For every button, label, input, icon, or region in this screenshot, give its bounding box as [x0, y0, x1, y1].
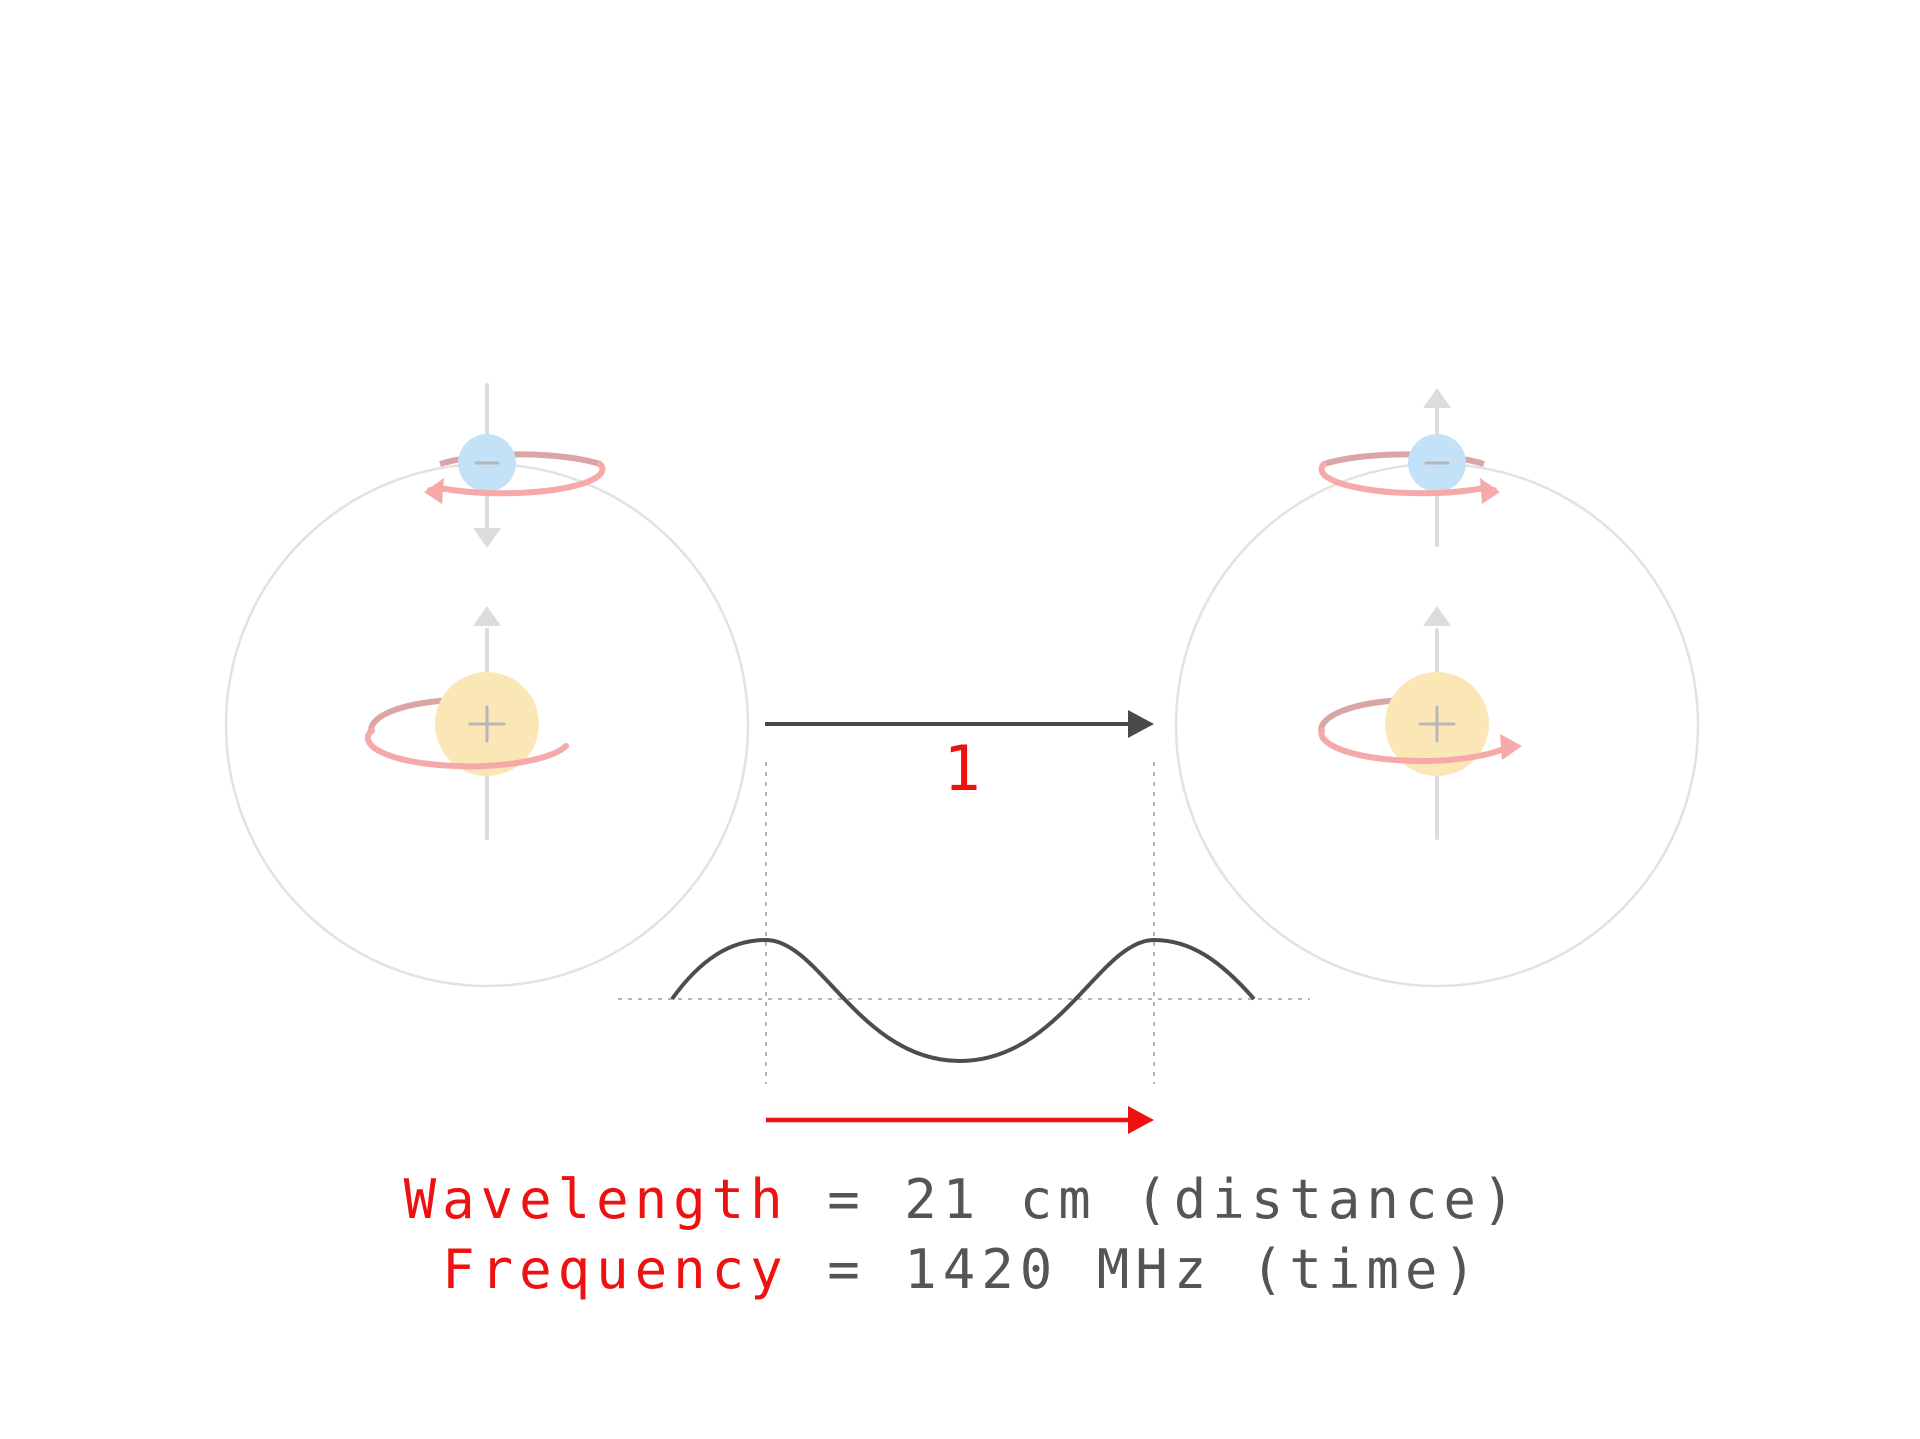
frequency-value: = 1420 MHz (time) — [827, 1238, 1482, 1301]
wavelength-value: = 21 cm (distance) — [827, 1168, 1520, 1231]
right-atom — [1174, 388, 1700, 988]
right-electron-spin-arrowhead — [1480, 478, 1500, 504]
right-proton-spin-arrowhead — [1500, 734, 1522, 760]
left-electron-spin-arrowhead — [424, 478, 444, 504]
left-electron-spin-ring-back — [439, 451, 601, 467]
transition-label: 1 — [943, 732, 980, 805]
left-proton-spin-ring-front — [364, 727, 569, 770]
left-proton-spin-up-arrow — [473, 606, 501, 626]
frequency-formula: Frequency = 1420 MHz (time) — [442, 1238, 1482, 1301]
wavelength-arrow — [766, 1106, 1154, 1134]
transition-arrowhead — [1128, 710, 1154, 738]
wavelength-arrowhead — [1128, 1106, 1154, 1134]
right-proton-spin-ring-front — [1318, 727, 1513, 764]
right-electron-spin-ring-back — [1323, 451, 1485, 467]
right-proton-spin-up-arrow — [1423, 606, 1451, 626]
left-atom — [224, 383, 750, 988]
right-electron-spin-up-arrow — [1423, 388, 1451, 408]
left-electron-spin-down-arrow — [473, 528, 501, 548]
emitted-wave — [670, 937, 1256, 1064]
frequency-term: Frequency — [442, 1238, 789, 1301]
transition-arrow — [765, 710, 1154, 738]
wavelength-formula: Wavelength = 21 cm (distance) — [404, 1168, 1521, 1231]
wavelength-term: Wavelength — [404, 1168, 789, 1231]
